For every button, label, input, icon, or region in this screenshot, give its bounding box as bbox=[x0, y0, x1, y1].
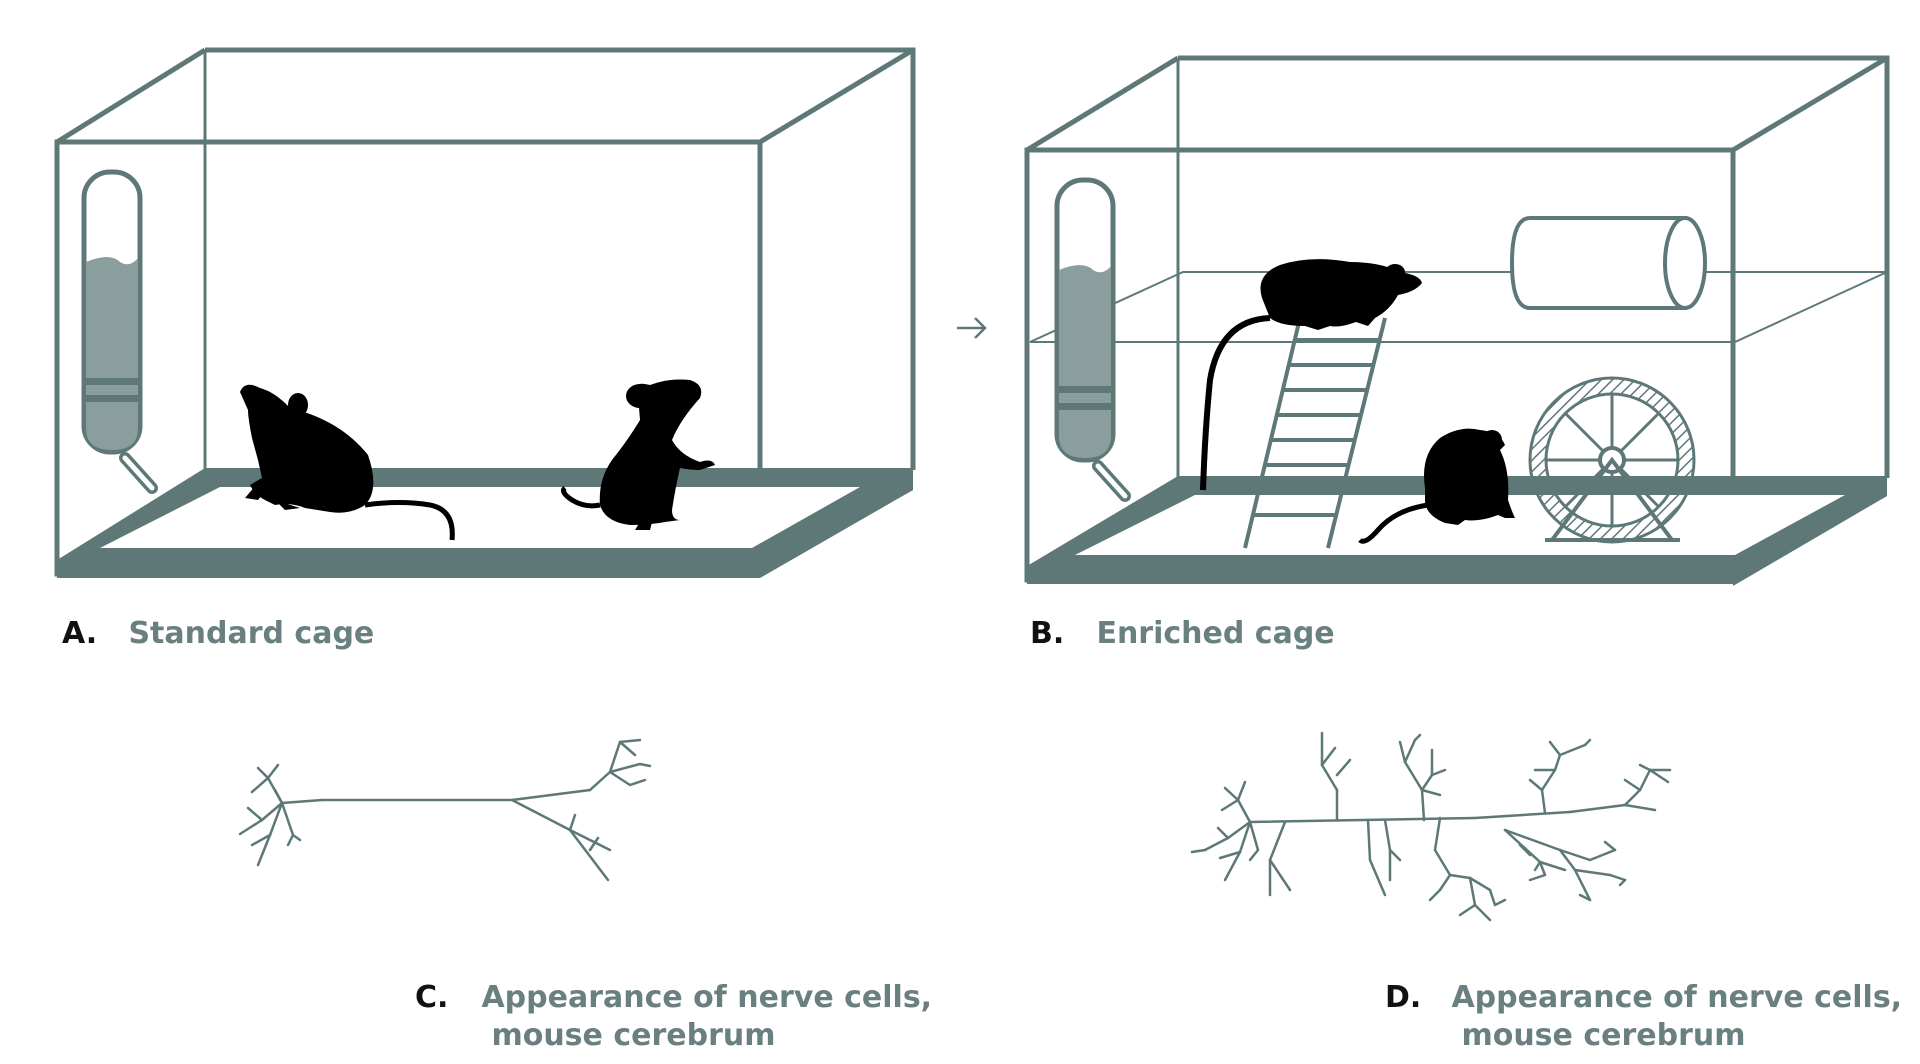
caption-d-label: Appearance of nerve cells, mouse cerebru… bbox=[1451, 979, 1902, 1055]
mouse-icon bbox=[561, 379, 715, 530]
caption-b: B. Enriched cage bbox=[1030, 619, 1335, 649]
mouse-icon bbox=[1200, 259, 1422, 491]
caption-a-letter: A. bbox=[62, 616, 98, 651]
caption-a-label: Standard cage bbox=[128, 616, 375, 651]
caption-c-letter: C. bbox=[415, 980, 449, 1015]
water-bottle-icon bbox=[1054, 177, 1131, 502]
caption-d: D. Appearance of nerve cells, mouse cere… bbox=[1385, 979, 1902, 1055]
tunnel-tube-icon bbox=[1509, 216, 1707, 310]
nerve-cell-simple bbox=[238, 738, 652, 882]
right-arrow-icon bbox=[957, 317, 987, 339]
caption-b-label: Enriched cage bbox=[1096, 616, 1335, 651]
caption-b-letter: B. bbox=[1030, 616, 1065, 651]
exercise-wheel-icon bbox=[1528, 376, 1696, 544]
caption-d-letter: D. bbox=[1385, 980, 1422, 1015]
caption-d-line2: mouse cerebrum bbox=[1461, 1018, 1746, 1053]
shelf bbox=[1029, 271, 1888, 343]
caption-c: C. Appearance of nerve cells, mouse cere… bbox=[415, 979, 932, 1055]
caption-c-line2: mouse cerebrum bbox=[491, 1018, 776, 1053]
caption-c-label: Appearance of nerve cells, mouse cerebru… bbox=[481, 979, 932, 1055]
mouse-icon bbox=[1358, 428, 1515, 544]
water-bottle-icon bbox=[81, 169, 158, 494]
caption-a: A. Standard cage bbox=[62, 619, 374, 649]
ladder-icon bbox=[1243, 317, 1387, 549]
caption-c-line1: Appearance of nerve cells, bbox=[481, 980, 933, 1015]
caption-d-line1: Appearance of nerve cells, bbox=[1451, 980, 1903, 1015]
mouse-icon bbox=[240, 384, 455, 541]
nerve-cell-branched bbox=[1190, 731, 1672, 922]
standard-cage bbox=[54, 47, 916, 578]
